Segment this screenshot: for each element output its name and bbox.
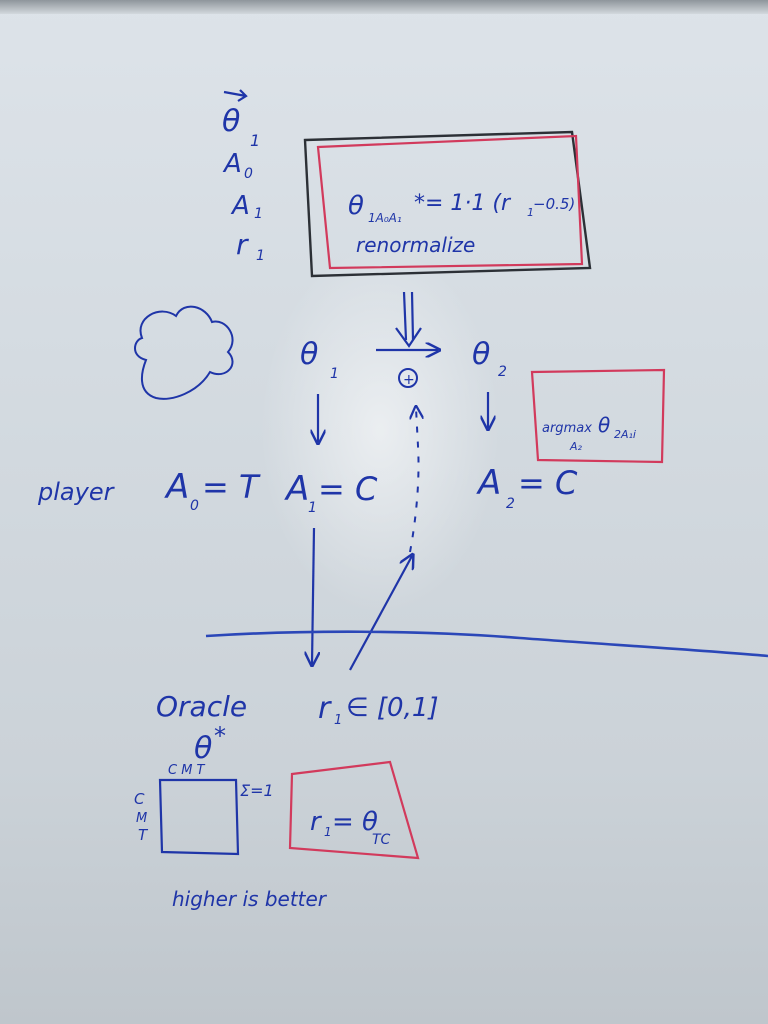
- argmax-theta: θ: [598, 413, 610, 437]
- argmax-label: argmax: [542, 421, 592, 436]
- theta-star-label: θ: [194, 731, 212, 766]
- player-label: player: [37, 478, 116, 506]
- reward-range: ∈ [0,1]: [346, 693, 439, 723]
- update-rule-box: θ 1A₀A₁ *= 1·1 (r 1 −0.5) renormalize: [303, 130, 592, 278]
- reward-eq-rhs-subscript: TC: [372, 832, 391, 848]
- matrix-row-label-t: T: [138, 826, 149, 844]
- reward-to-player-arrow: [349, 556, 412, 671]
- a1-subscript: 1: [254, 206, 263, 222]
- theta-star-mark: *: [214, 722, 226, 750]
- oracle-label: Oracle: [156, 690, 247, 723]
- a0-action-value: = T: [202, 468, 261, 506]
- vector-arrow-mark: [223, 89, 248, 102]
- player-row: player A 0 = T A 1 = C A 2 = C: [37, 463, 578, 516]
- cloud-icon: [134, 305, 234, 400]
- player-oracle-divider: [205, 630, 768, 658]
- argmax-box-frame: [530, 368, 666, 464]
- a1-action-value: = C: [318, 470, 378, 508]
- a2-action-subscript: 2: [506, 496, 515, 512]
- oracle-section: Oracle r 1 ∈ [0,1] θ * C M T C M T Σ=1 r…: [134, 690, 439, 911]
- reward-definition-box: [288, 760, 420, 860]
- theta-star-matrix: [158, 778, 240, 856]
- reward-eq-rhs: = θ: [332, 807, 378, 837]
- update-formula-theta: θ: [348, 191, 364, 221]
- reward-label: r: [318, 691, 332, 726]
- action-to-oracle-arrow: [312, 527, 314, 664]
- a0-action: A: [164, 467, 189, 507]
- plus-circle-icon: [398, 368, 418, 388]
- a1-action: A: [284, 469, 309, 509]
- theta1-subscript: 1: [330, 366, 339, 382]
- matrix-sum-constraint: Σ=1: [240, 781, 274, 800]
- theta1-label: θ: [300, 337, 318, 372]
- a1-label: A: [230, 191, 250, 221]
- theta2-label: θ: [472, 337, 490, 372]
- whiteboard-frame: [0, 0, 768, 14]
- reward-feedback-dashed-arrow: [410, 408, 419, 553]
- plus-sign: +: [403, 372, 415, 388]
- a1-action-subscript: 1: [308, 500, 317, 516]
- a0-label: A: [222, 149, 242, 179]
- update-box-outer-frame: [303, 130, 592, 278]
- update-formula-tail: −0.5): [533, 195, 575, 213]
- reward-eq-r: r: [310, 807, 323, 837]
- renormalize-label: renormalize: [356, 233, 475, 257]
- update-double-arrow: [395, 291, 422, 348]
- argmax-theta-subscript: 2A₁i: [614, 428, 636, 441]
- matrix-row-label-m: M: [136, 811, 147, 826]
- higher-is-better-note: higher is better: [172, 887, 328, 911]
- reward-subscript: 1: [334, 713, 342, 728]
- argmax-box: argmax A₂ θ 2A₁i: [530, 368, 666, 464]
- matrix-column-labels: C M T: [168, 763, 206, 778]
- theta-flow: θ 1 θ 2 +: [134, 305, 507, 553]
- reward-eq-r-subscript: 1: [324, 825, 332, 839]
- parameter-list: θ 1 A 0 A 1 r 1: [222, 89, 265, 264]
- r1-label: r: [236, 228, 249, 261]
- theta-vector-subscript: 1: [250, 131, 260, 150]
- update-formula-r-subscript: 1: [527, 206, 534, 219]
- theta2-subscript: 2: [498, 364, 507, 380]
- a0-subscript: 0: [244, 166, 253, 182]
- a2-action: A: [476, 463, 501, 503]
- a0-action-subscript: 0: [190, 498, 199, 514]
- update-formula-operator: *= 1·1 (r: [414, 191, 512, 216]
- argmax-subscript: A₂: [569, 440, 583, 453]
- update-box-inner-frame: [316, 134, 584, 270]
- matrix-row-label-c: C: [134, 790, 145, 808]
- a2-action-value: = C: [518, 464, 578, 502]
- r1-subscript: 1: [256, 248, 265, 264]
- theta-vector-label: θ: [222, 104, 240, 139]
- update-formula-subscript: 1A₀A₁: [368, 211, 402, 225]
